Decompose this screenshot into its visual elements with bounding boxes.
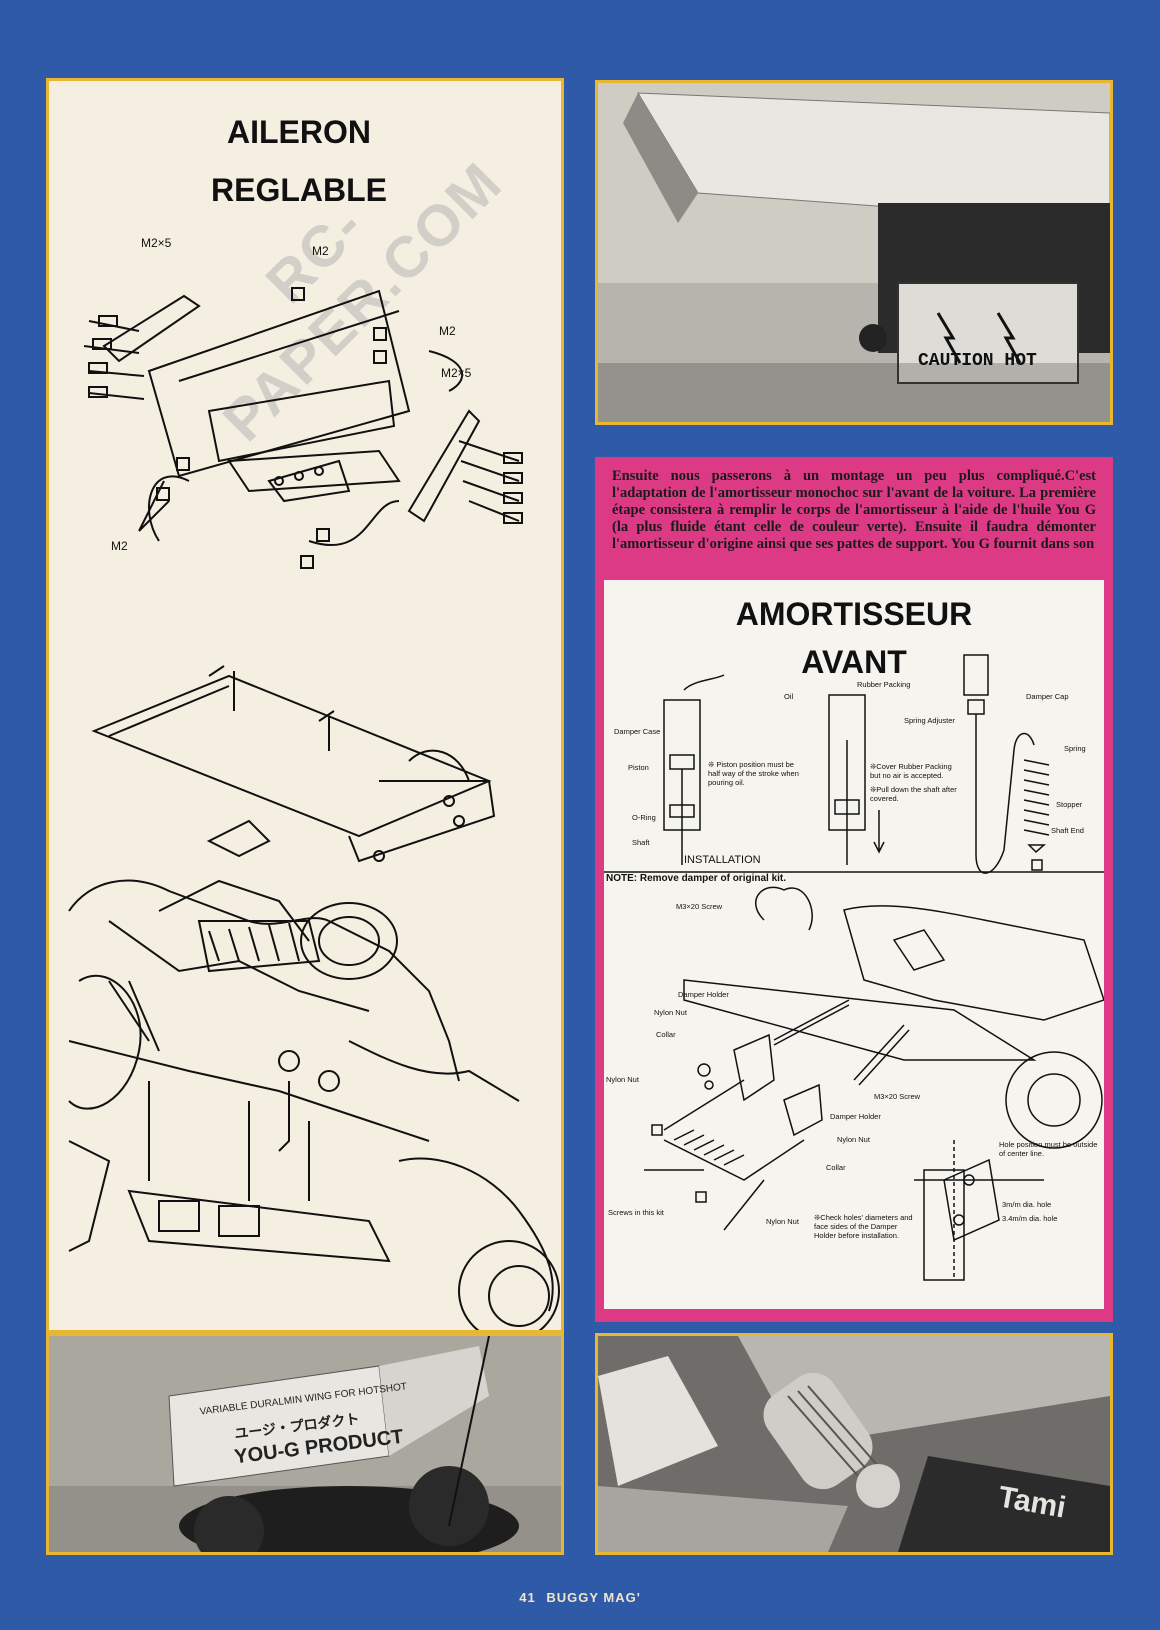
lbl-cover-note: ❊Cover Rubber Packing but no air is acce… xyxy=(870,762,952,780)
lbl-m3x20-b: M3×20 Screw xyxy=(874,1092,921,1101)
installation-heading: INSTALLATION xyxy=(684,854,761,866)
amortisseur-title: AMORTISSEUR AVANT xyxy=(604,590,1104,686)
lbl-oil: Oil xyxy=(784,692,794,701)
label-m2-c: M2 xyxy=(111,539,128,553)
label-m2x5-b: M2×5 xyxy=(441,366,472,380)
aileron-line-drawing xyxy=(68,287,560,1330)
lbl-damper-holder-a: Damper Holder xyxy=(678,990,729,999)
lbl-screws-kit: Screws in this kit xyxy=(608,1208,664,1217)
lbl-damper-case: Damper Case xyxy=(614,727,661,736)
lbl-m3x20-a: M3×20 Screw xyxy=(676,902,723,911)
lbl-spring-adjuster: Spring Adjuster xyxy=(904,716,955,725)
lbl-nylon-nut-a: Nylon Nut xyxy=(654,1008,687,1017)
lbl-damper-holder-b: Damper Holder xyxy=(830,1112,881,1121)
aileron-title-line2: REGLABLE xyxy=(211,172,387,208)
lbl-check-note: ❊Check holes' diameters and face sides o… xyxy=(814,1213,913,1240)
aileron-diagram-panel: AILERON REGLABLE RC-PAPER.COM M2×5 M2 M2… xyxy=(46,78,564,1333)
lbl-collar-b: Collar xyxy=(826,1163,846,1172)
lbl-shaft: Shaft xyxy=(632,838,650,847)
lbl-shaft-end: Shaft End xyxy=(1051,826,1084,835)
caution-hot-sign: CAUTION HOT xyxy=(918,351,1037,371)
page-footer: 41 BUGGY MAG' xyxy=(0,1590,1160,1605)
amortisseur-diagram-panel: AMORTISSEUR AVANT xyxy=(595,577,1113,1322)
page-number: 41 xyxy=(519,1590,536,1605)
photo-wing-car: VARIABLE DURALMIN WING FOR HOTSHOT ユージ・プ… xyxy=(46,1333,564,1555)
intro-paragraph: Ensuite nous passerons à un montage un p… xyxy=(612,468,1096,552)
photo-damper-installed: Tami xyxy=(595,1333,1113,1555)
amortisseur-title-line2: AVANT xyxy=(801,644,907,680)
amortisseur-title-line1: AMORTISSEUR xyxy=(735,596,973,632)
photo-wing-car-graphic xyxy=(49,1336,561,1552)
lbl-piston: Piston xyxy=(628,763,649,772)
aileron-title-line1: AILERON xyxy=(227,114,371,150)
intro-text-block: Ensuite nous passerons à un montage un p… xyxy=(595,457,1113,577)
install-note: NOTE: Remove damper of original kit. xyxy=(606,873,787,884)
magazine-name: BUGGY MAG' xyxy=(546,1590,641,1605)
lbl-spring: Spring xyxy=(1064,744,1086,753)
lbl-rubber-packing: Rubber Packing xyxy=(857,680,911,689)
lbl-stopper: Stopper xyxy=(1056,800,1083,809)
lbl-hole-3: 3m/m dia. hole xyxy=(1002,1200,1052,1209)
label-m2-b: M2 xyxy=(439,324,456,338)
photo-wing-closeup: CAUTION HOT xyxy=(595,80,1113,425)
lbl-hole-34: 3.4m/m dia. hole xyxy=(1002,1214,1058,1223)
lbl-pull-note: ❊Pull down the shaft after covered. xyxy=(870,785,957,803)
photo-wing-closeup-graphic xyxy=(598,83,1110,422)
label-m2x5-a: M2×5 xyxy=(141,236,172,250)
aileron-title: AILERON REGLABLE xyxy=(199,103,399,219)
lbl-nylon-nut-d: Nylon Nut xyxy=(766,1217,799,1226)
lbl-damper-cap: Damper Cap xyxy=(1026,692,1069,701)
lbl-collar-a: Collar xyxy=(656,1030,676,1039)
amortisseur-line-drawing xyxy=(604,654,1104,1281)
lbl-nylon-nut-c: Nylon Nut xyxy=(837,1135,870,1144)
lbl-piston-note: ❊ Piston position must be half way of th… xyxy=(708,760,799,787)
lbl-o-ring: O-Ring xyxy=(632,813,656,822)
label-m2-a: M2 xyxy=(312,244,329,258)
lbl-nylon-nut-b: Nylon Nut xyxy=(606,1075,639,1084)
photo-damper-installed-graphic xyxy=(598,1336,1110,1552)
lbl-hole-note: Hole position must be outside of center … xyxy=(999,1140,1098,1158)
